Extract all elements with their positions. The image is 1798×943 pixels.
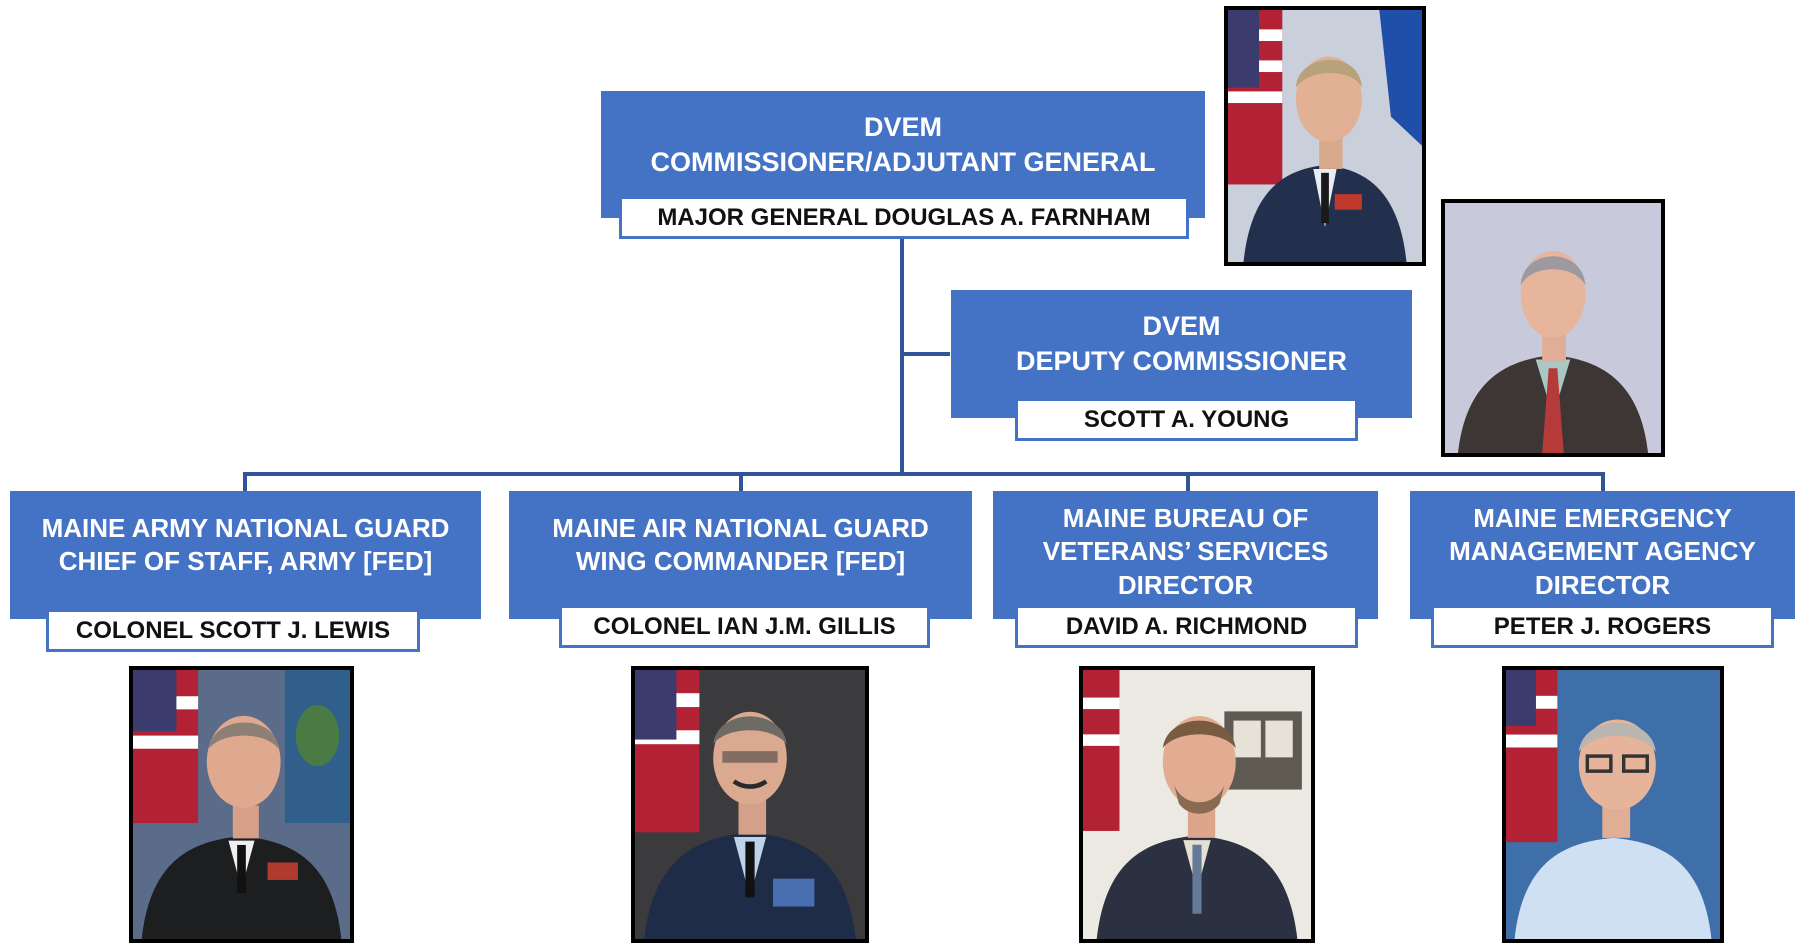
connector-deputy-branch: [902, 352, 950, 356]
mema-photo: [1502, 666, 1724, 943]
connector-horizontal-bar: [243, 472, 1604, 476]
connector-drop-veterans: [1186, 472, 1190, 491]
deputy-photo: [1441, 199, 1665, 457]
connector-drop-mema: [1601, 472, 1605, 491]
commissioner-org: DVEM: [863, 111, 942, 142]
mema-title-line-3: DIRECTOR: [1534, 569, 1671, 600]
mema-name: PETER J. ROGERS: [1431, 608, 1774, 648]
commissioner-box: DVEM COMMISSIONER/ADJUTANT GENERAL: [601, 91, 1205, 218]
mema-box: MAINE EMERGENCY MANAGEMENT AGENCY DIRECT…: [1410, 491, 1795, 619]
mema-title-line-2: MANAGEMENT AGENCY: [1449, 536, 1756, 567]
air-guard-photo: [631, 666, 869, 943]
air-guard-title-line-2: WING COMMANDER [FED]: [575, 546, 906, 576]
connector-vertical-main: [900, 238, 904, 474]
commissioner-name: MAJOR GENERAL DOUGLAS A. FARNHAM: [619, 199, 1189, 239]
army-guard-name: COLONEL SCOTT J. LEWIS: [46, 612, 420, 652]
veterans-services-title-line-3: DIRECTOR: [1117, 569, 1254, 600]
air-guard-title-line-1: MAINE AIR NATIONAL GUARD: [552, 512, 929, 543]
mema-title-line-1: MAINE EMERGENCY: [1473, 503, 1732, 534]
deputy-org: DVEM: [1142, 311, 1221, 342]
army-guard-title-line-1: MAINE ARMY NATIONAL GUARD: [41, 512, 450, 543]
commissioner-photo: [1224, 6, 1426, 266]
deputy-name: SCOTT A. YOUNG: [1015, 401, 1358, 441]
deputy-title: DEPUTY COMMISSIONER: [1015, 346, 1348, 376]
air-guard-name: COLONEL IAN J.M. GILLIS: [559, 608, 930, 648]
connector-drop-air: [739, 472, 743, 491]
veterans-services-name: DAVID A. RICHMOND: [1015, 608, 1358, 648]
air-guard-box: MAINE AIR NATIONAL GUARD WING COMMANDER …: [509, 491, 972, 619]
commissioner-title: COMMISSIONER/ADJUTANT GENERAL: [650, 146, 1156, 177]
veterans-services-title-line-2: VETERANS’ SERVICES: [1042, 536, 1329, 567]
army-guard-photo: [129, 666, 354, 943]
army-guard-title-line-2: CHIEF OF STAFF, ARMY [FED]: [58, 546, 433, 576]
veterans-services-photo: [1079, 666, 1315, 943]
deputy-box: DVEM DEPUTY COMMISSIONER: [951, 290, 1412, 418]
veterans-services-box: MAINE BUREAU OF VETERANS’ SERVICES DIREC…: [993, 491, 1378, 619]
army-guard-box: MAINE ARMY NATIONAL GUARD CHIEF OF STAFF…: [10, 491, 481, 619]
connector-drop-army: [243, 472, 247, 491]
veterans-services-title-line-1: MAINE BUREAU OF: [1062, 503, 1309, 534]
